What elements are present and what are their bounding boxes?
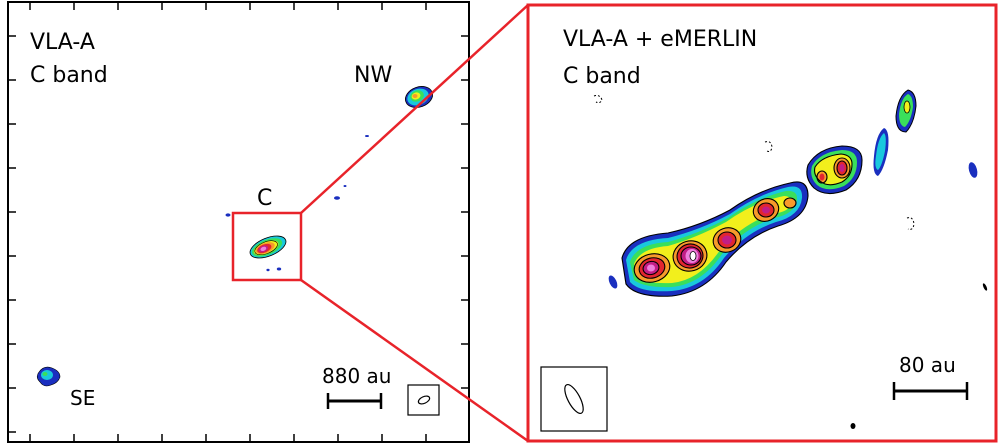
right-panel: VLA-A + eMERLIN C band: [526, 3, 998, 443]
left-panel: VLA-A C band NW C: [7, 1, 470, 443]
negative-contours: [593, 95, 915, 230]
right-title-line1: VLA-A + eMERLIN: [563, 27, 757, 52]
c-source: [249, 235, 287, 259]
label-se: SE: [70, 386, 95, 410]
left-panel-frame: [7, 1, 470, 443]
jet-emission: [608, 89, 988, 429]
label-nw: NW: [354, 63, 392, 88]
left-beam-box: [407, 384, 440, 416]
right-beam-ellipse: [564, 383, 584, 415]
zoom-region-box: [231, 211, 303, 282]
left-scale-label: 880 au: [322, 364, 391, 388]
right-scale-label: 80 au: [899, 353, 956, 377]
left-title-line1: VLA-A: [30, 30, 95, 55]
left-scale-bar: [326, 393, 383, 409]
left-panel-ticks: [8, 2, 469, 442]
zoom-connector-bottom: [300, 278, 529, 443]
zoom-connector-top: [300, 4, 529, 214]
left-title-line2: C band: [30, 63, 108, 88]
right-title-line2: C band: [563, 64, 641, 89]
se-source: [36, 366, 61, 387]
right-beam-box: [540, 366, 608, 432]
small-specks: [225, 135, 369, 272]
left-beam-ellipse: [417, 395, 431, 405]
label-c: C: [257, 186, 272, 211]
right-scale-bar: [892, 382, 969, 400]
